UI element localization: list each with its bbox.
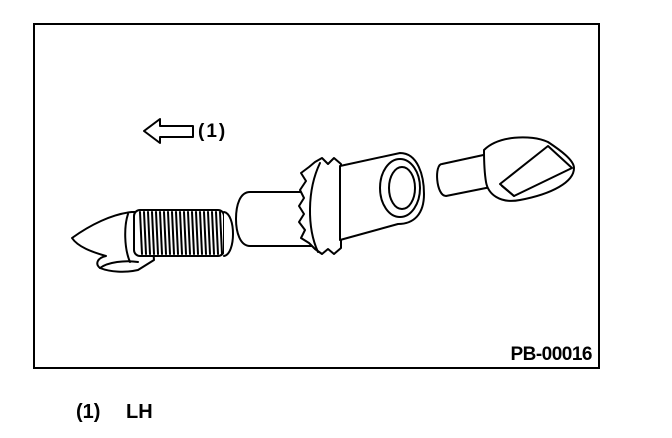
legend-item: (1) LH bbox=[76, 401, 153, 424]
screw-thread-line bbox=[219, 211, 223, 255]
screw-thread-line bbox=[159, 211, 163, 255]
screw-thread-line bbox=[183, 211, 187, 255]
legend-item-number: (1) bbox=[76, 401, 101, 423]
screw-thread-line bbox=[199, 211, 203, 255]
screw-thread-line bbox=[211, 211, 215, 255]
screw-thread-line bbox=[171, 211, 175, 255]
legend-item-text: LH bbox=[126, 401, 153, 423]
screw-thread-line bbox=[155, 211, 159, 255]
screw-thread-line bbox=[179, 211, 183, 255]
screw-thread-line bbox=[191, 211, 195, 255]
screw-thread-line bbox=[187, 211, 191, 255]
left-direction-arrow-icon bbox=[143, 118, 194, 144]
figure-code-label: PB-00016 bbox=[510, 344, 592, 365]
screw-thread-line bbox=[147, 211, 151, 255]
exploded-view-illustration bbox=[71, 118, 575, 273]
screw-thread-line bbox=[151, 211, 155, 255]
screw-thread-line bbox=[215, 211, 219, 255]
direction-callout-label: (1) bbox=[198, 121, 228, 142]
screw-thread-line bbox=[143, 211, 147, 255]
screw-thread-line bbox=[207, 211, 211, 255]
figure-frame bbox=[33, 23, 600, 369]
screw-thread-line bbox=[163, 211, 167, 255]
screw-thread-line bbox=[203, 211, 207, 255]
screw-thread-line bbox=[139, 211, 143, 255]
adjuster-sleeve-part bbox=[235, 152, 425, 255]
screw-thread-line bbox=[167, 211, 171, 255]
screw-thread-line bbox=[195, 211, 199, 255]
slotted-pin-part bbox=[436, 136, 575, 202]
legend: (1) LH bbox=[76, 401, 153, 424]
screw-thread-line bbox=[175, 211, 179, 255]
threaded-screw-part bbox=[71, 209, 234, 273]
